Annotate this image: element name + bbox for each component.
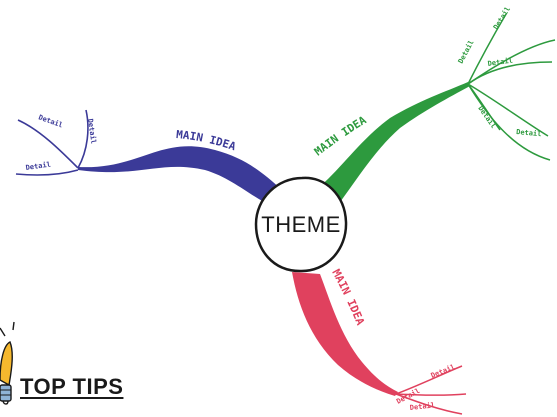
branch-blue-twig-3 bbox=[15, 169, 79, 176]
branch-blue-detail-3: Detail bbox=[25, 161, 51, 172]
theme-label: THEME bbox=[261, 212, 341, 237]
theme-circle bbox=[254, 176, 348, 273]
branch-green-detail-4: Detail bbox=[476, 105, 497, 130]
branch-blue-trunk bbox=[78, 146, 282, 206]
branch-green-twig-1 bbox=[467, 13, 507, 85]
branch-red-detail-2: Detail bbox=[430, 363, 456, 380]
branch-green-twig-6 bbox=[467, 39, 556, 85]
branch-red-detail-3: Detail bbox=[409, 401, 435, 412]
branch-green-detail-3: Detail bbox=[487, 57, 513, 68]
branch-green-twig-5 bbox=[467, 83, 551, 161]
branch-green-twig-4 bbox=[467, 83, 549, 137]
branch-green-detail-1: Detail bbox=[492, 5, 512, 31]
branch-blue-detail-1: Detail bbox=[37, 113, 64, 129]
branch-green: MAIN IDEA Detail Detail Detail Detail De… bbox=[312, 5, 556, 205]
branch-green-trunk bbox=[318, 82, 470, 205]
lightbulb-icon bbox=[0, 321, 15, 405]
branch-blue: MAIN IDEA Detail Detail Detail bbox=[15, 109, 282, 206]
branch-red-twig-2 bbox=[395, 393, 467, 396]
branch-blue-twig-1 bbox=[17, 119, 79, 169]
theme-node: THEME bbox=[254, 176, 348, 273]
branch-red: MAIN IDEA Detail Detail Detail bbox=[292, 267, 467, 415]
branch-blue-twig-2 bbox=[77, 109, 89, 169]
branch-green-twig-2 bbox=[467, 61, 553, 85]
branch-red-twig-1 bbox=[395, 365, 463, 395]
branch-blue-detail-2: Detail bbox=[86, 118, 97, 144]
branch-red-twig-3 bbox=[395, 393, 463, 415]
branch-red-trunk bbox=[292, 272, 398, 396]
branch-green-detail-5: Detail bbox=[516, 128, 542, 138]
top-tips-title: TOP TIPS bbox=[20, 374, 124, 399]
branch-green-detail-2: Detail bbox=[457, 39, 476, 65]
